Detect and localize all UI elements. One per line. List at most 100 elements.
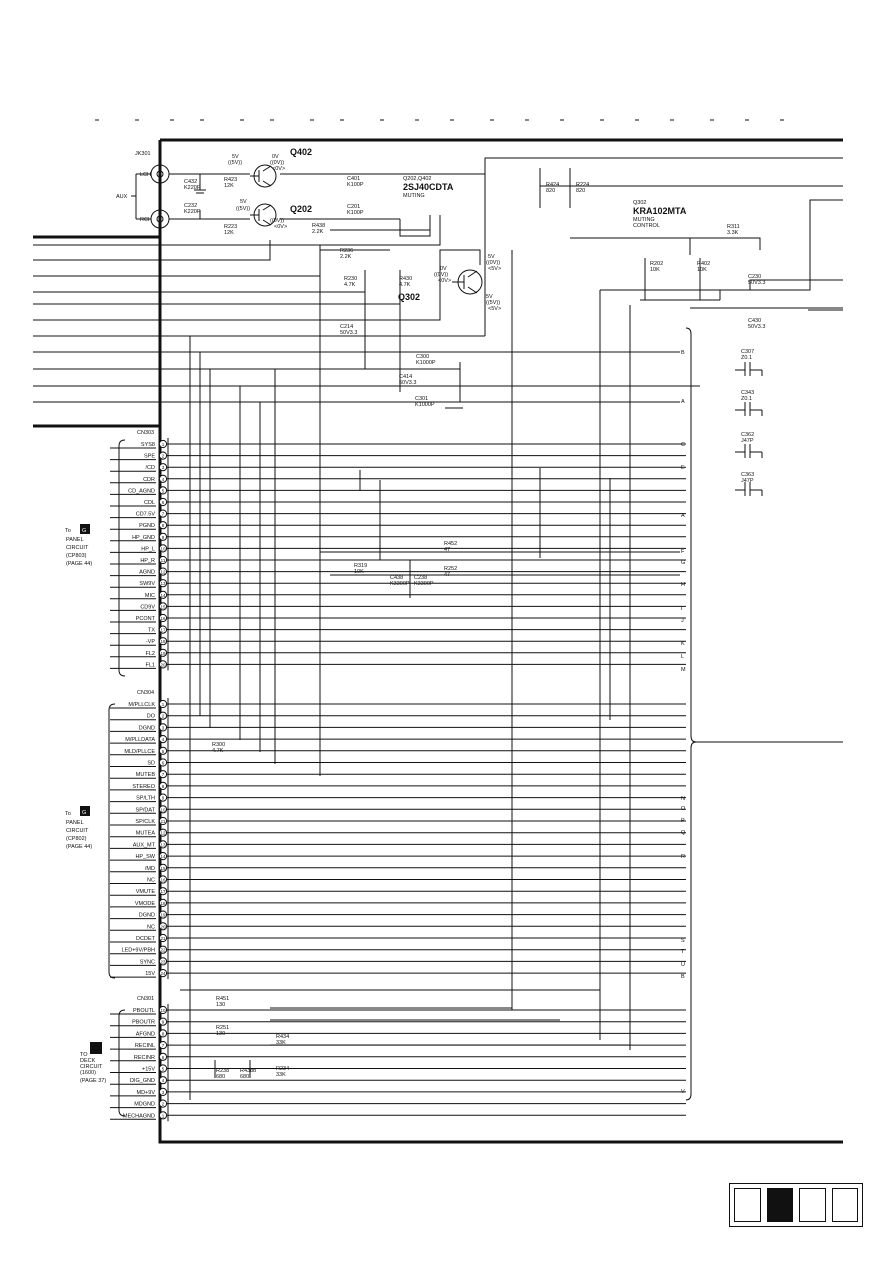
pin-number: 7 [162,1043,165,1048]
component-ref: R319 [354,563,367,569]
pin-marker [158,1017,168,1026]
svg-text:AUX: AUX [116,194,128,200]
svg-text:((0V)): ((0V)) [434,272,448,278]
component-value: 12K [224,183,234,189]
component-labels: C432K220PR42312KC401K100PC232K220PR22312… [184,176,765,1080]
pin-label: MIC [145,593,155,599]
component-ref: R236 [340,248,353,254]
aux-jack-jk301: JK301 LCH RCH AUX [116,151,170,229]
pin-label: CD9V [140,604,155,610]
svg-text:<5V>: <5V> [488,266,501,272]
pin-label: SP/CLK [135,819,155,825]
pin-number: 8 [162,784,165,789]
pin-number: 10 [160,1008,166,1013]
pin-number: 12 [160,570,166,575]
pin-marker [158,521,168,530]
component-value: 10K [650,267,660,273]
pin-label: CD_AGND [128,488,155,494]
pin-label: LED+9V/PBH [122,948,156,954]
pin-marker [158,945,168,954]
pin-label: NC [147,924,155,930]
component-ref: C201 [347,204,360,210]
pin-label: /MD [145,866,155,872]
pin-marker [158,840,168,849]
component-ref: C343 [741,390,754,396]
pin-number: 13 [160,842,166,847]
pin-marker [158,828,168,837]
pin-label: HP_GND [132,535,155,541]
pin-marker [158,735,168,744]
component-ref: R202 [650,261,663,267]
pin-number: 19 [160,913,166,918]
component-value: K100P [347,210,364,216]
net-label: M [681,667,686,673]
component-value: K220P [184,185,201,191]
pin-number: 7 [162,772,165,777]
component-value: 2.2K [340,254,352,260]
pin-marker [158,933,168,943]
pin-marker [158,579,168,588]
transistor-titles: Q202,Q402 2SJ40CDTA MUTING Q302 KRA102MT… [403,176,687,229]
pin-label: SPE [144,454,155,460]
net-label: C [681,442,685,448]
connector-name: CN303 [137,430,154,436]
component-ref: R238 [216,1068,229,1074]
component-ref: R434 [276,1034,289,1040]
pin-marker [158,555,168,565]
pin-number: 16 [160,616,166,621]
component-ref: R311 [727,224,740,230]
pin-marker [158,1064,168,1073]
pin-number: 23 [160,959,166,964]
component-ref: C362 [741,432,754,438]
pin-number: 9 [162,535,165,540]
component-value: 10K [697,267,707,273]
component-value: 50V3.3 [340,330,357,336]
pin-label: STEREO [132,784,155,790]
net-label: B [681,974,685,980]
svg-text:CONTROL: CONTROL [633,223,660,229]
component-ref: C230 [748,274,761,280]
decoupling-caps [735,362,763,496]
svg-text:((0V)): ((0V)) [486,260,500,266]
pin-number: 2 [162,714,165,719]
pin-label: DIG_GND [130,1078,155,1084]
net-label: T [681,949,685,955]
component-value: Z0.1 [741,355,752,361]
svg-text:G: G [82,528,86,534]
svg-text:MUTING: MUTING [633,217,655,223]
svg-text:<5V>: <5V> [488,306,501,312]
pin-number: 17 [160,628,166,633]
svg-text:MUTING: MUTING [403,193,425,199]
net-label: S [681,938,685,944]
pin-marker [158,602,168,611]
pin-label: VMUTE [136,889,156,895]
pin-marker [158,625,168,634]
svg-text:KRA102MTA: KRA102MTA [633,206,687,216]
ref-deck-circuit: TO DECK CIRCUIT (1600) (PAGE 37) [80,1009,126,1117]
component-value: K3300P [390,581,410,587]
pin-marker [158,910,168,919]
component-value: 4.7K [344,282,356,288]
page-position-legend [729,1183,863,1227]
pin-marker [158,1005,168,1015]
net-label: O [681,806,686,812]
net-label: Q [681,830,686,836]
svg-text:5V: 5V [486,294,493,300]
component-value: 33K [276,1040,286,1046]
pin-label: M/PLLCLK [128,702,155,708]
net-label: I [681,606,683,612]
svg-text:To: To [65,528,71,534]
pin-marker [158,509,168,518]
svg-text:LCH: LCH [140,172,151,178]
component-ref: R438 [312,223,325,229]
pin-number: 6 [162,1055,165,1060]
svg-text:PANEL: PANEL [66,820,84,826]
component-ref: C301 [415,396,428,402]
pin-label: PBOUTR [132,1020,155,1026]
pin-label: FL1 [146,662,155,668]
component-value: K3300P [414,581,434,587]
component-ref: R252 [444,566,457,572]
pin-number: 4 [162,1078,165,1083]
pin-marker [158,887,168,896]
component-value: K100P [347,182,364,188]
